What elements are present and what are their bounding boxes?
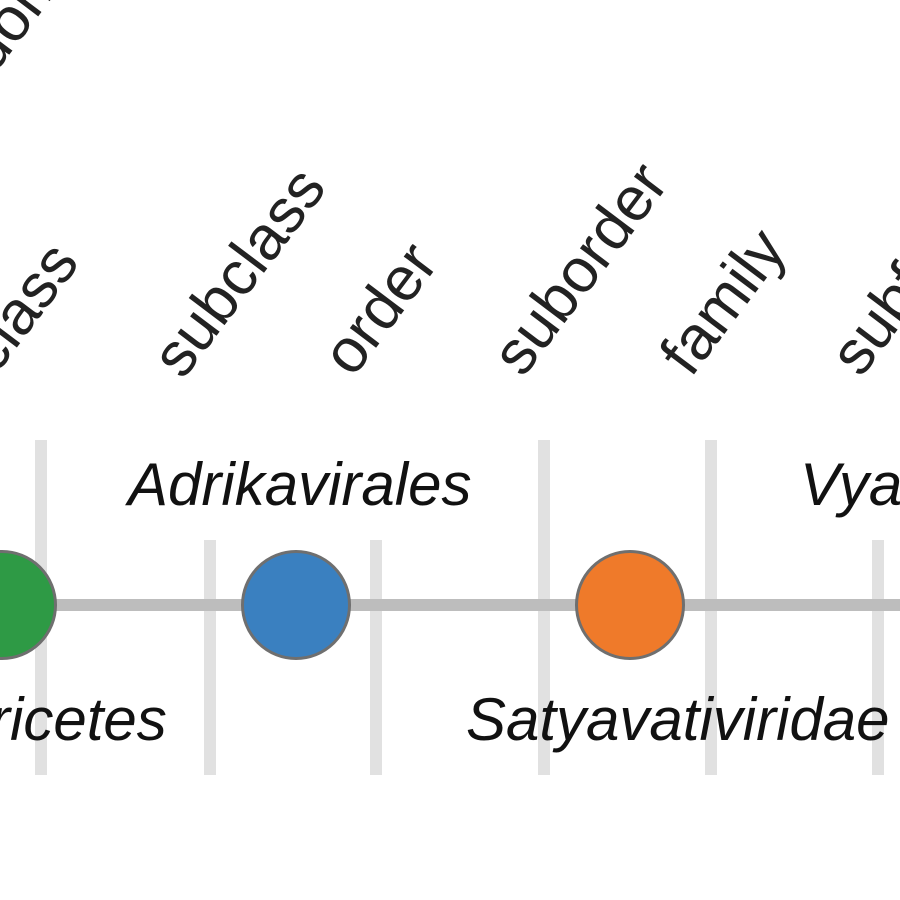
grid-line — [872, 540, 884, 775]
rank-label-order: order — [308, 229, 452, 388]
taxon-order-name: Adrikavirales — [128, 451, 472, 518]
rank-label-family: family — [646, 216, 800, 388]
taxon-class-name: Alsuviricetes — [0, 686, 167, 753]
lineage-line — [0, 599, 900, 611]
rank-label-subclass: subclass — [138, 154, 340, 390]
node-class — [0, 550, 57, 660]
grid-line — [204, 540, 216, 775]
rank-label-kingdom: kingdom — [0, 0, 78, 175]
grid-line — [370, 540, 382, 775]
node-order — [241, 550, 351, 660]
rank-label-class: class — [0, 229, 92, 385]
node-family — [575, 550, 685, 660]
taxon-family-name: Satyavativiridae — [466, 686, 890, 753]
rank-label-subfamily: subfamily — [816, 136, 900, 388]
rank-label-suborder: suborder — [478, 150, 682, 388]
taxon-subfamily-name: Vyasavirinae — [800, 451, 900, 518]
